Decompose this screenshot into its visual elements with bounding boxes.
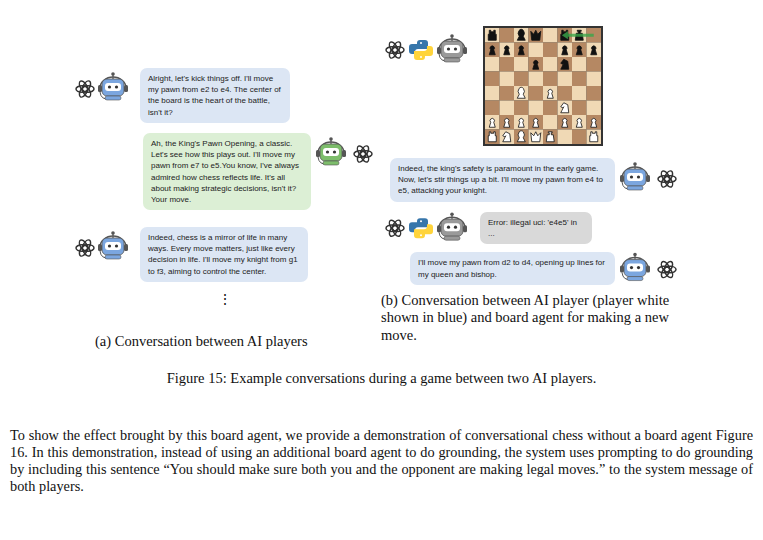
openai-logo bbox=[76, 80, 94, 99]
message-text: Indeed, the king's safety is paramount i… bbox=[398, 163, 607, 197]
chat-bubble: I'll move my pawn from d2 to d4, opening… bbox=[410, 252, 615, 284]
ellipsis-mark: ⋮ bbox=[215, 292, 235, 309]
robot-icon bbox=[620, 162, 650, 190]
chat-bubble: Ah, the King's Pawn Opening, a classic. … bbox=[143, 133, 311, 210]
python-logo bbox=[409, 40, 433, 60]
openai-logo bbox=[386, 219, 404, 238]
python-logo bbox=[409, 218, 433, 238]
openai-logo bbox=[386, 41, 404, 60]
message-text: Ah, the King's Pawn Opening, a classic. … bbox=[151, 138, 303, 205]
subfigure-caption: (a) Conversation between AI players bbox=[95, 333, 357, 350]
message-text: Error: illegal uci: 'e4e5' in ... bbox=[488, 217, 584, 239]
robot-icon bbox=[620, 253, 650, 281]
chat-bubble: Alright, let's kick things off. I'll mov… bbox=[140, 68, 290, 123]
figure-caption: Figure 15: Example conversations during … bbox=[40, 370, 723, 387]
robot-icon bbox=[437, 212, 467, 240]
openai-logo bbox=[658, 170, 676, 189]
chat-bubble: Indeed, chess is a mirror of life in man… bbox=[140, 227, 308, 282]
body-paragraph: To show the effect brought by this board… bbox=[10, 427, 753, 496]
message-text: Alright, let's kick things off. I'll mov… bbox=[148, 73, 282, 118]
chessboard bbox=[483, 26, 603, 146]
error-bubble: Error: illegal uci: 'e4e5' in ... bbox=[480, 212, 592, 244]
openai-logo bbox=[658, 260, 676, 279]
message-text: Indeed, chess is a mirror of life in man… bbox=[148, 232, 300, 277]
robot-icon bbox=[98, 72, 128, 100]
chat-bubble: Indeed, the king's safety is paramount i… bbox=[390, 158, 615, 202]
message-text: I'll move my pawn from d2 to d4, opening… bbox=[418, 257, 607, 279]
robot-icon bbox=[316, 137, 346, 165]
robot-icon bbox=[98, 231, 128, 259]
openai-logo bbox=[354, 145, 372, 164]
openai-logo bbox=[76, 239, 94, 258]
robot-icon bbox=[437, 34, 467, 62]
subfigure-caption: (b) Conversation between AI player (play… bbox=[381, 292, 693, 344]
